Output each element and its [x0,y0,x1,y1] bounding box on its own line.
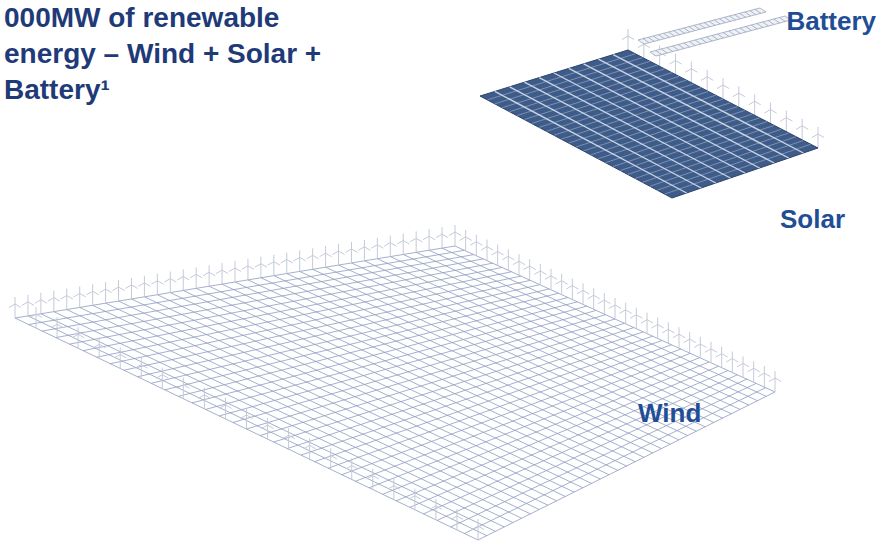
title: 000MW of renewable energy – Wind + Solar… [4,0,349,108]
part-label: Battery [786,6,876,37]
battery-units [638,8,791,56]
wind-grid [15,246,775,540]
wind-turbines [9,29,824,540]
solar-array [480,50,818,198]
part-label: Solar [780,204,845,235]
part-label: Wind [638,398,701,429]
